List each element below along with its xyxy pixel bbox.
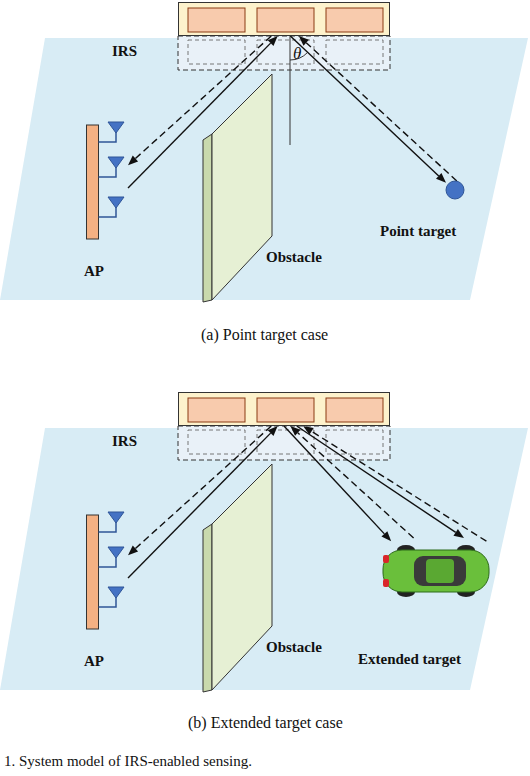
obstacle: Obstacle xyxy=(203,462,273,694)
path-line xyxy=(297,426,456,532)
antenna-feed xyxy=(99,132,117,142)
point-target-dot xyxy=(446,181,464,199)
obstacle-face xyxy=(212,74,272,300)
irs-element-shadow xyxy=(188,40,245,64)
path-line xyxy=(298,433,414,538)
irs-element xyxy=(188,398,245,422)
normal-line xyxy=(290,36,291,145)
arrowhead xyxy=(381,531,391,541)
signal-path xyxy=(297,426,464,538)
node-label: Extended target xyxy=(358,650,461,668)
car-cabin xyxy=(414,556,466,586)
irs-panel: IRS xyxy=(178,2,390,36)
access-point-shape xyxy=(86,122,128,242)
path-line xyxy=(306,43,457,181)
point-target: Point target xyxy=(446,181,464,199)
path-line xyxy=(284,426,384,534)
ap-array-bar xyxy=(87,125,99,239)
arrowhead xyxy=(290,426,300,436)
extended-target: Extended target xyxy=(380,538,492,602)
arrowhead xyxy=(303,426,314,435)
irs-panel: IRS xyxy=(178,392,390,426)
panel-a-scene xyxy=(0,36,528,300)
irs-frame xyxy=(179,3,390,36)
node-label: Point target xyxy=(380,222,456,240)
obstacle-edge xyxy=(203,524,212,692)
path-line xyxy=(290,36,438,176)
antenna-symbol xyxy=(108,587,124,598)
irs-element xyxy=(257,398,314,422)
access-point-shape xyxy=(86,512,128,632)
arrowhead xyxy=(453,529,464,538)
access-point: AP xyxy=(86,512,128,632)
irs-element-shadow xyxy=(188,430,245,454)
node-label: IRS xyxy=(112,432,137,450)
antenna-feed xyxy=(99,597,117,607)
echo-path xyxy=(299,36,457,181)
node-label: Obstacle xyxy=(266,638,322,656)
antenna-feed xyxy=(99,167,117,177)
irs-panel-shape xyxy=(178,392,390,426)
angle-symbol: θ xyxy=(293,44,301,63)
node-label: Obstacle xyxy=(266,248,322,266)
panel-b-scene xyxy=(0,426,528,690)
irs-element xyxy=(188,8,245,32)
obstacle-edge xyxy=(203,134,212,302)
point-target-shape xyxy=(446,181,464,199)
antenna-symbol xyxy=(108,512,124,523)
antenna-feed xyxy=(99,557,117,567)
irs-element-shadow xyxy=(326,40,383,64)
irs-element xyxy=(326,398,383,422)
node-label: AP xyxy=(84,652,104,670)
irs-element-shadow xyxy=(257,40,314,64)
irs-reflection-zone xyxy=(178,426,390,460)
obstacle-face xyxy=(212,464,272,690)
car-light xyxy=(383,555,389,563)
obstacle: Obstacle xyxy=(203,72,273,304)
antenna-feed xyxy=(99,522,117,532)
node-label: AP xyxy=(84,262,104,280)
node-label: IRS xyxy=(112,42,137,60)
obstacle-shape xyxy=(203,72,273,304)
car-body xyxy=(383,550,489,592)
subfigure-caption: (a) Point target case xyxy=(201,325,328,344)
subfigure-caption: (b) Extended target case xyxy=(188,713,343,732)
extended-target-shape xyxy=(380,538,492,602)
signal-path xyxy=(284,426,391,541)
antenna-feed xyxy=(99,207,117,217)
irs-element xyxy=(257,8,314,32)
floor-plane xyxy=(0,38,528,300)
floor-plane xyxy=(0,428,528,690)
arrowhead xyxy=(128,546,138,556)
antenna-symbol xyxy=(108,197,124,208)
irs-frame xyxy=(179,393,390,426)
irs-element-shadow xyxy=(257,430,314,454)
echo-path xyxy=(290,426,413,538)
ap-array-bar xyxy=(87,515,99,629)
arrowhead xyxy=(128,156,138,166)
irs-element-shadow xyxy=(326,430,383,454)
echo-path xyxy=(303,426,486,541)
arrowhead xyxy=(436,173,446,183)
car-light xyxy=(383,579,389,587)
car-roof xyxy=(426,559,454,583)
figure-caption: 1. System model of IRS-enabled sensing. xyxy=(4,752,252,771)
antenna-symbol xyxy=(108,122,124,133)
path-line xyxy=(312,431,487,541)
irs-reflection-zone xyxy=(178,36,390,70)
antenna-symbol xyxy=(108,547,124,558)
obstacle-shape xyxy=(203,462,273,694)
signal-path xyxy=(290,36,446,183)
irs-panel-shape xyxy=(178,2,390,36)
access-point: AP xyxy=(86,122,128,242)
antenna-symbol xyxy=(108,157,124,168)
irs-element xyxy=(326,8,383,32)
